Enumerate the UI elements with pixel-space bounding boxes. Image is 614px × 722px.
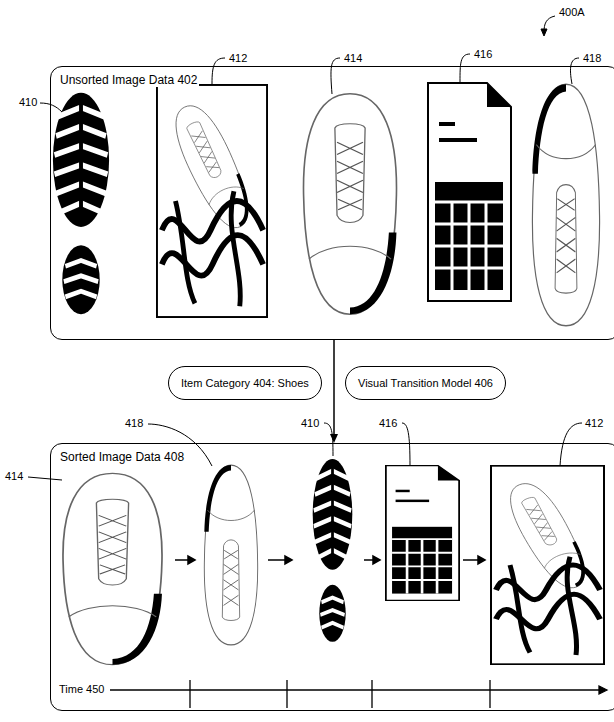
leader-line xyxy=(560,423,582,466)
framed-image xyxy=(157,85,267,317)
sequence-arrows xyxy=(175,556,485,564)
framed-image xyxy=(491,466,604,664)
leader-lines xyxy=(28,16,582,480)
panel-title: Sorted Image Data 408 xyxy=(58,450,186,464)
document-image xyxy=(386,466,459,601)
model-pill: Visual Transition Model 406 xyxy=(345,366,506,400)
category-pill: Item Category 404: Shoes xyxy=(168,366,322,400)
shoe-image xyxy=(63,473,162,664)
leader-line xyxy=(324,423,333,456)
callout-number: 418 xyxy=(124,417,144,430)
sequence-arrow xyxy=(175,559,189,561)
shoe-image xyxy=(532,84,599,326)
axis-ticks xyxy=(190,680,490,708)
shoe-image xyxy=(303,94,396,314)
shoe-image xyxy=(532,84,599,326)
image-panel: Sorted Image Data 408 xyxy=(50,443,614,711)
axis-label: Time 450 xyxy=(58,683,105,696)
axis-line xyxy=(110,689,600,690)
sole-image xyxy=(53,93,109,314)
sole-image xyxy=(313,459,353,642)
sequence-arrow xyxy=(463,559,479,561)
arrow-head xyxy=(285,556,292,564)
leader-line xyxy=(570,58,579,84)
callout-number: 414 xyxy=(4,470,24,483)
leader-line xyxy=(40,103,62,112)
leader-line xyxy=(212,58,225,84)
panel-title: Unsorted Image Data 402 xyxy=(58,73,199,87)
callout-number: 418 xyxy=(582,52,602,65)
leader-line xyxy=(331,58,340,94)
shoe-image xyxy=(204,465,257,645)
arrow-head xyxy=(599,686,607,694)
document-image xyxy=(428,83,511,301)
leader-line xyxy=(402,423,410,466)
image-panel: Unsorted Image Data 402 xyxy=(50,66,614,340)
callout-number: 416 xyxy=(378,417,398,430)
pill-label: Item Category 404: Shoes xyxy=(181,377,309,389)
leader-line xyxy=(460,54,470,82)
callout-number: 414 xyxy=(343,52,363,65)
flow-arrow xyxy=(330,340,338,443)
arrow-head xyxy=(373,556,380,564)
time-axis xyxy=(110,680,607,708)
flow-line xyxy=(333,340,335,435)
callout-number: 410 xyxy=(300,417,320,430)
callout-number: 412 xyxy=(228,52,248,65)
callout-number: 410 xyxy=(18,96,38,109)
arrow-head xyxy=(188,556,195,564)
arrow-head xyxy=(478,556,485,564)
arrow-head xyxy=(330,434,338,443)
sequence-arrow xyxy=(268,559,286,561)
shoe-image xyxy=(204,465,257,645)
figure-number: 400A xyxy=(558,6,586,19)
callout-number: 416 xyxy=(473,48,493,61)
pill-label: Visual Transition Model 406 xyxy=(358,377,493,389)
leader-line xyxy=(28,477,62,480)
callout-number: 412 xyxy=(584,417,604,430)
arrow-head xyxy=(541,29,547,36)
